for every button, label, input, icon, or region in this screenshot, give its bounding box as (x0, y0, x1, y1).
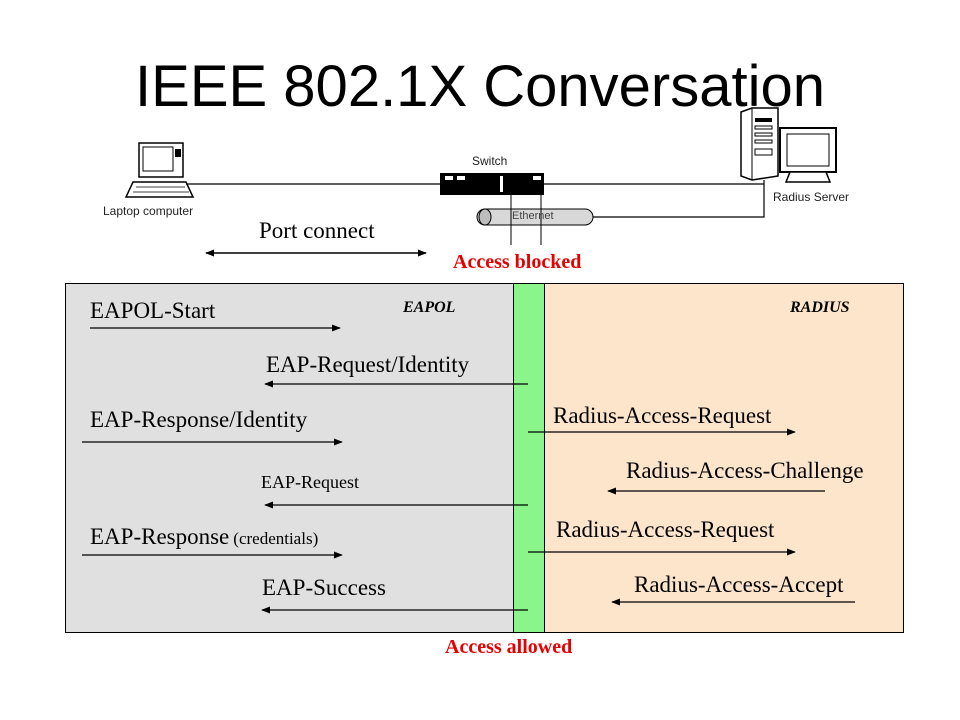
server-label: Radius Server (773, 190, 850, 204)
monitor-icon (779, 127, 837, 183)
eapol-start-label: EAPOL-Start (90, 298, 216, 323)
eapol-header: EAPOL (403, 299, 456, 316)
access-blocked-label: Access blocked (453, 251, 582, 273)
server-icon (740, 107, 779, 181)
switch-icon (440, 173, 544, 195)
laptop-label: Laptop computer (103, 204, 194, 218)
switch-label: Switch (472, 154, 508, 168)
radius-access-request-1-label: Radius-Access-Request (553, 403, 772, 428)
server-cable (592, 180, 765, 218)
switch-column (513, 283, 545, 633)
access-allowed-label: Access allowed (445, 636, 573, 658)
eap-request-identity-label: EAP-Request/Identity (266, 352, 470, 377)
page-title: IEEE 802.1X Conversation (135, 54, 825, 119)
ethernet-bus-icon (476, 195, 594, 245)
eap-request-label: EAP-Request (261, 472, 359, 492)
laptop-icon (124, 142, 195, 198)
credentials-text: (credentials) (233, 529, 319, 548)
eap-response-text: EAP-Response (90, 524, 230, 549)
port-connect-label: Port connect (259, 218, 375, 243)
ethernet-label: Ethernet (512, 210, 554, 222)
radius-header: RADIUS (790, 299, 850, 316)
radius-access-accept-label: Radius-Access-Accept (634, 572, 844, 597)
eap-success-label: EAP-Success (262, 575, 386, 600)
radius-access-request-2-label: Radius-Access-Request (556, 517, 775, 542)
eapol-panel (65, 283, 515, 633)
radius-access-challenge-label: Radius-Access-Challenge (626, 458, 864, 483)
radius-panel (545, 283, 904, 633)
eap-response-label: EAP-Response (credentials) (90, 524, 318, 550)
eap-response-identity-label: EAP-Response/Identity (90, 407, 308, 432)
